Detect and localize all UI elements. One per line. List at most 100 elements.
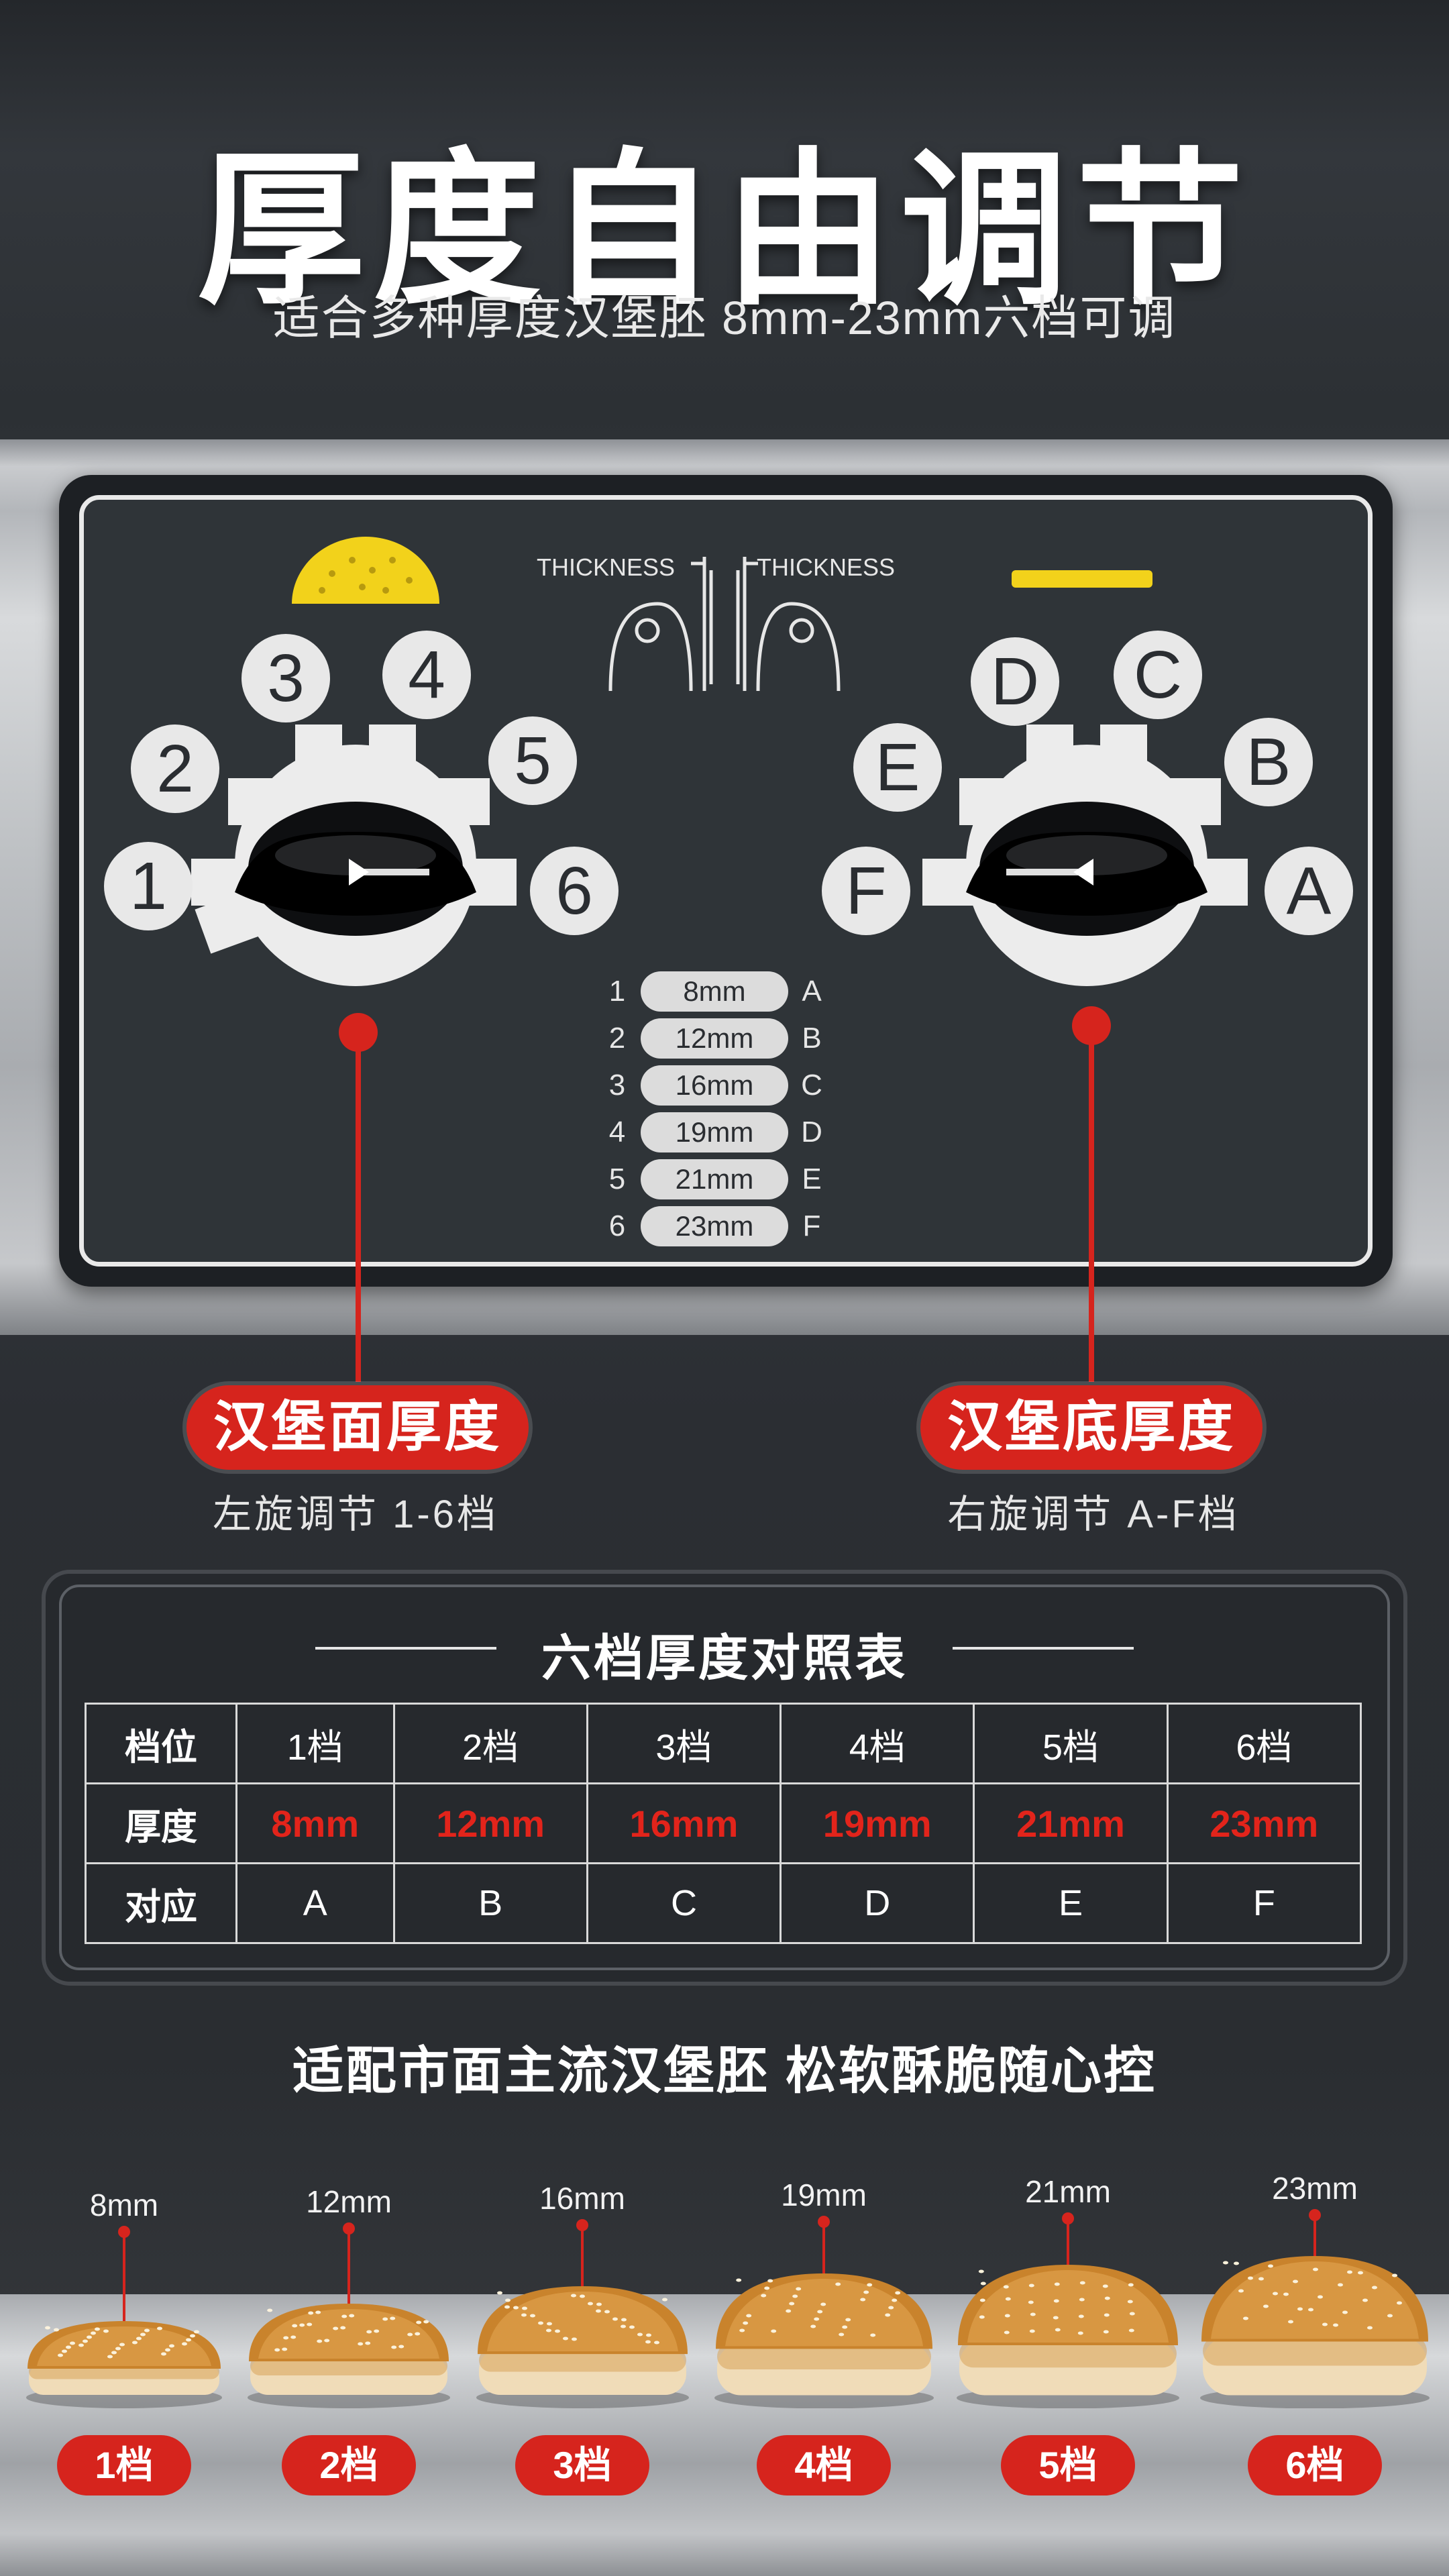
table-cell: 对应 [85,1862,237,1944]
bun-guide-line [581,2224,584,2292]
top-bun-indicator-icon [292,537,439,604]
thickness-row-num: 2 [608,1022,626,1055]
bun-icon [476,2286,689,2408]
table-cell: 21mm [973,1782,1169,1864]
right-dial-pos-e[interactable]: E [853,723,942,812]
bottom-bun-indicator-icon [1012,570,1152,588]
thickness-row-mm: 8mm [641,971,788,1012]
left-rotation-note: 左旋调节 1-6档 [213,1493,498,1536]
bottom-bun-thickness-badge: 汉堡底厚度 [920,1385,1263,1470]
bun-icon [1200,2255,1430,2408]
table-cell: 19mm [780,1782,975,1864]
bun-size-label: 16mm [539,2181,625,2216]
thickness-row-letter: F [802,1210,821,1242]
table-cell: 23mm [1166,1782,1362,1864]
page-title: 厚度自由调节 [197,137,1252,324]
bun-gear-badge: 2档 [282,2435,416,2496]
left-dial-pos-2[interactable]: 2 [131,724,219,813]
thickness-row: 4 19mm D [600,1112,922,1152]
table-cell: C [586,1862,782,1944]
thickness-label-right: THICKNESS [757,553,896,581]
table-cell: 4档 [780,1703,975,1784]
right-dial-pos-d[interactable]: D [971,637,1059,726]
thickness-row-num: 1 [608,975,626,1008]
spec-table-title: 六档厚度对照表 [541,1630,908,1686]
adapt-headline: 适配市面主流汉堡胚 松软酥脆随心控 [292,2043,1157,2100]
bun-size-label: 21mm [1025,2174,1111,2209]
left-dial-pos-5[interactable]: 5 [488,716,577,805]
left-dial-pos-1[interactable]: 1 [104,842,193,930]
table-cell: 12mm [392,1782,588,1864]
bun-guide-dot [1309,2209,1321,2221]
bun-gear-badge: 3档 [515,2435,649,2496]
bun-icon [957,2264,1179,2408]
thickness-row-letter: E [802,1163,822,1195]
bun-gear-badge: 5档 [1001,2435,1135,2496]
bun-size-label: 19mm [781,2178,867,2212]
table-cell: 5档 [973,1703,1169,1784]
right-dial-pos-b[interactable]: B [1224,718,1313,806]
right-dial-pos-f[interactable]: F [822,847,910,935]
table-cell: 1档 [235,1703,395,1784]
table-cell: F [1166,1862,1362,1944]
thickness-row-num: 6 [608,1210,626,1242]
left-callout-line [356,1046,361,1382]
bun-gear-badge: 6档 [1248,2435,1382,2496]
bun-size-label: 12mm [306,2184,392,2219]
table-cell: 16mm [586,1782,782,1864]
thickness-row: 3 16mm C [600,1065,922,1106]
thickness-row-num: 5 [608,1163,626,1195]
thickness-row: 1 8mm A [600,971,922,1012]
bun-guide-dot [818,2216,830,2228]
thickness-row-num: 4 [608,1116,626,1148]
table-cell: 3档 [586,1703,782,1784]
bun-guide-line [1313,2214,1316,2261]
right-knob-icon[interactable] [953,792,1221,946]
bun-gear-badge: 1档 [57,2435,191,2496]
table-cell: E [973,1862,1169,1944]
left-knob-icon[interactable] [221,792,490,946]
thickness-row-letter: C [801,1069,822,1102]
bun-icon [248,2304,450,2408]
right-rotation-note: 右旋调节 A-F档 [947,1493,1240,1536]
bun-guide-line [1067,2217,1069,2270]
thickness-row-mm: 12mm [641,1018,788,1059]
left-dial-pointer-dot [339,1013,378,1052]
right-dial-pointer-dot [1072,1006,1111,1045]
bun-guide-line [347,2227,350,2309]
table-cell: A [235,1862,395,1944]
thickness-row-letter: B [802,1022,822,1055]
table-cell: 档位 [85,1703,237,1784]
right-dial-pos-a[interactable]: A [1265,847,1353,935]
table-cell: 8mm [235,1782,395,1864]
title-divider-left [315,1647,496,1650]
bun-guide-line [822,2220,825,2279]
table-cell: B [392,1862,588,1944]
thickness-row: 5 21mm E [600,1159,922,1199]
table-cell: D [780,1862,975,1944]
left-dial-pos-3[interactable]: 3 [241,634,330,722]
thickness-row-letter: D [801,1116,822,1148]
spec-table-frame [59,1585,1390,1970]
thickness-row-mm: 19mm [641,1112,788,1152]
table-row: 对应 A B C D E F [85,1862,1362,1944]
bun-guide-dot [343,2222,355,2235]
right-dial-pos-c[interactable]: C [1114,631,1202,719]
spec-table: 档位 1档 2档 3档 4档 5档 6档 厚度 8mm 12mm 16mm 19… [85,1703,1362,1944]
thickness-label-left: THICKNESS [537,553,676,581]
thickness-row: 2 12mm B [600,1018,922,1059]
left-dial-pos-4[interactable]: 4 [382,631,471,719]
thickness-diagram-icon [608,557,841,692]
thickness-row: 6 23mm F [600,1206,922,1246]
bun-icon [26,2321,222,2408]
bun-gear-badge: 4档 [757,2435,891,2496]
table-row: 档位 1档 2档 3档 4档 5档 6档 [85,1703,1362,1784]
title-divider-right [953,1647,1134,1650]
table-row: 厚度 8mm 12mm 16mm 19mm 21mm 23mm [85,1782,1362,1864]
table-cell: 2档 [392,1703,588,1784]
table-cell: 厚度 [85,1782,237,1864]
top-bun-thickness-badge: 汉堡面厚度 [186,1385,529,1470]
table-cell: 6档 [1166,1703,1362,1784]
left-dial-pos-6[interactable]: 6 [530,847,619,935]
thickness-row-mm: 23mm [641,1206,788,1246]
